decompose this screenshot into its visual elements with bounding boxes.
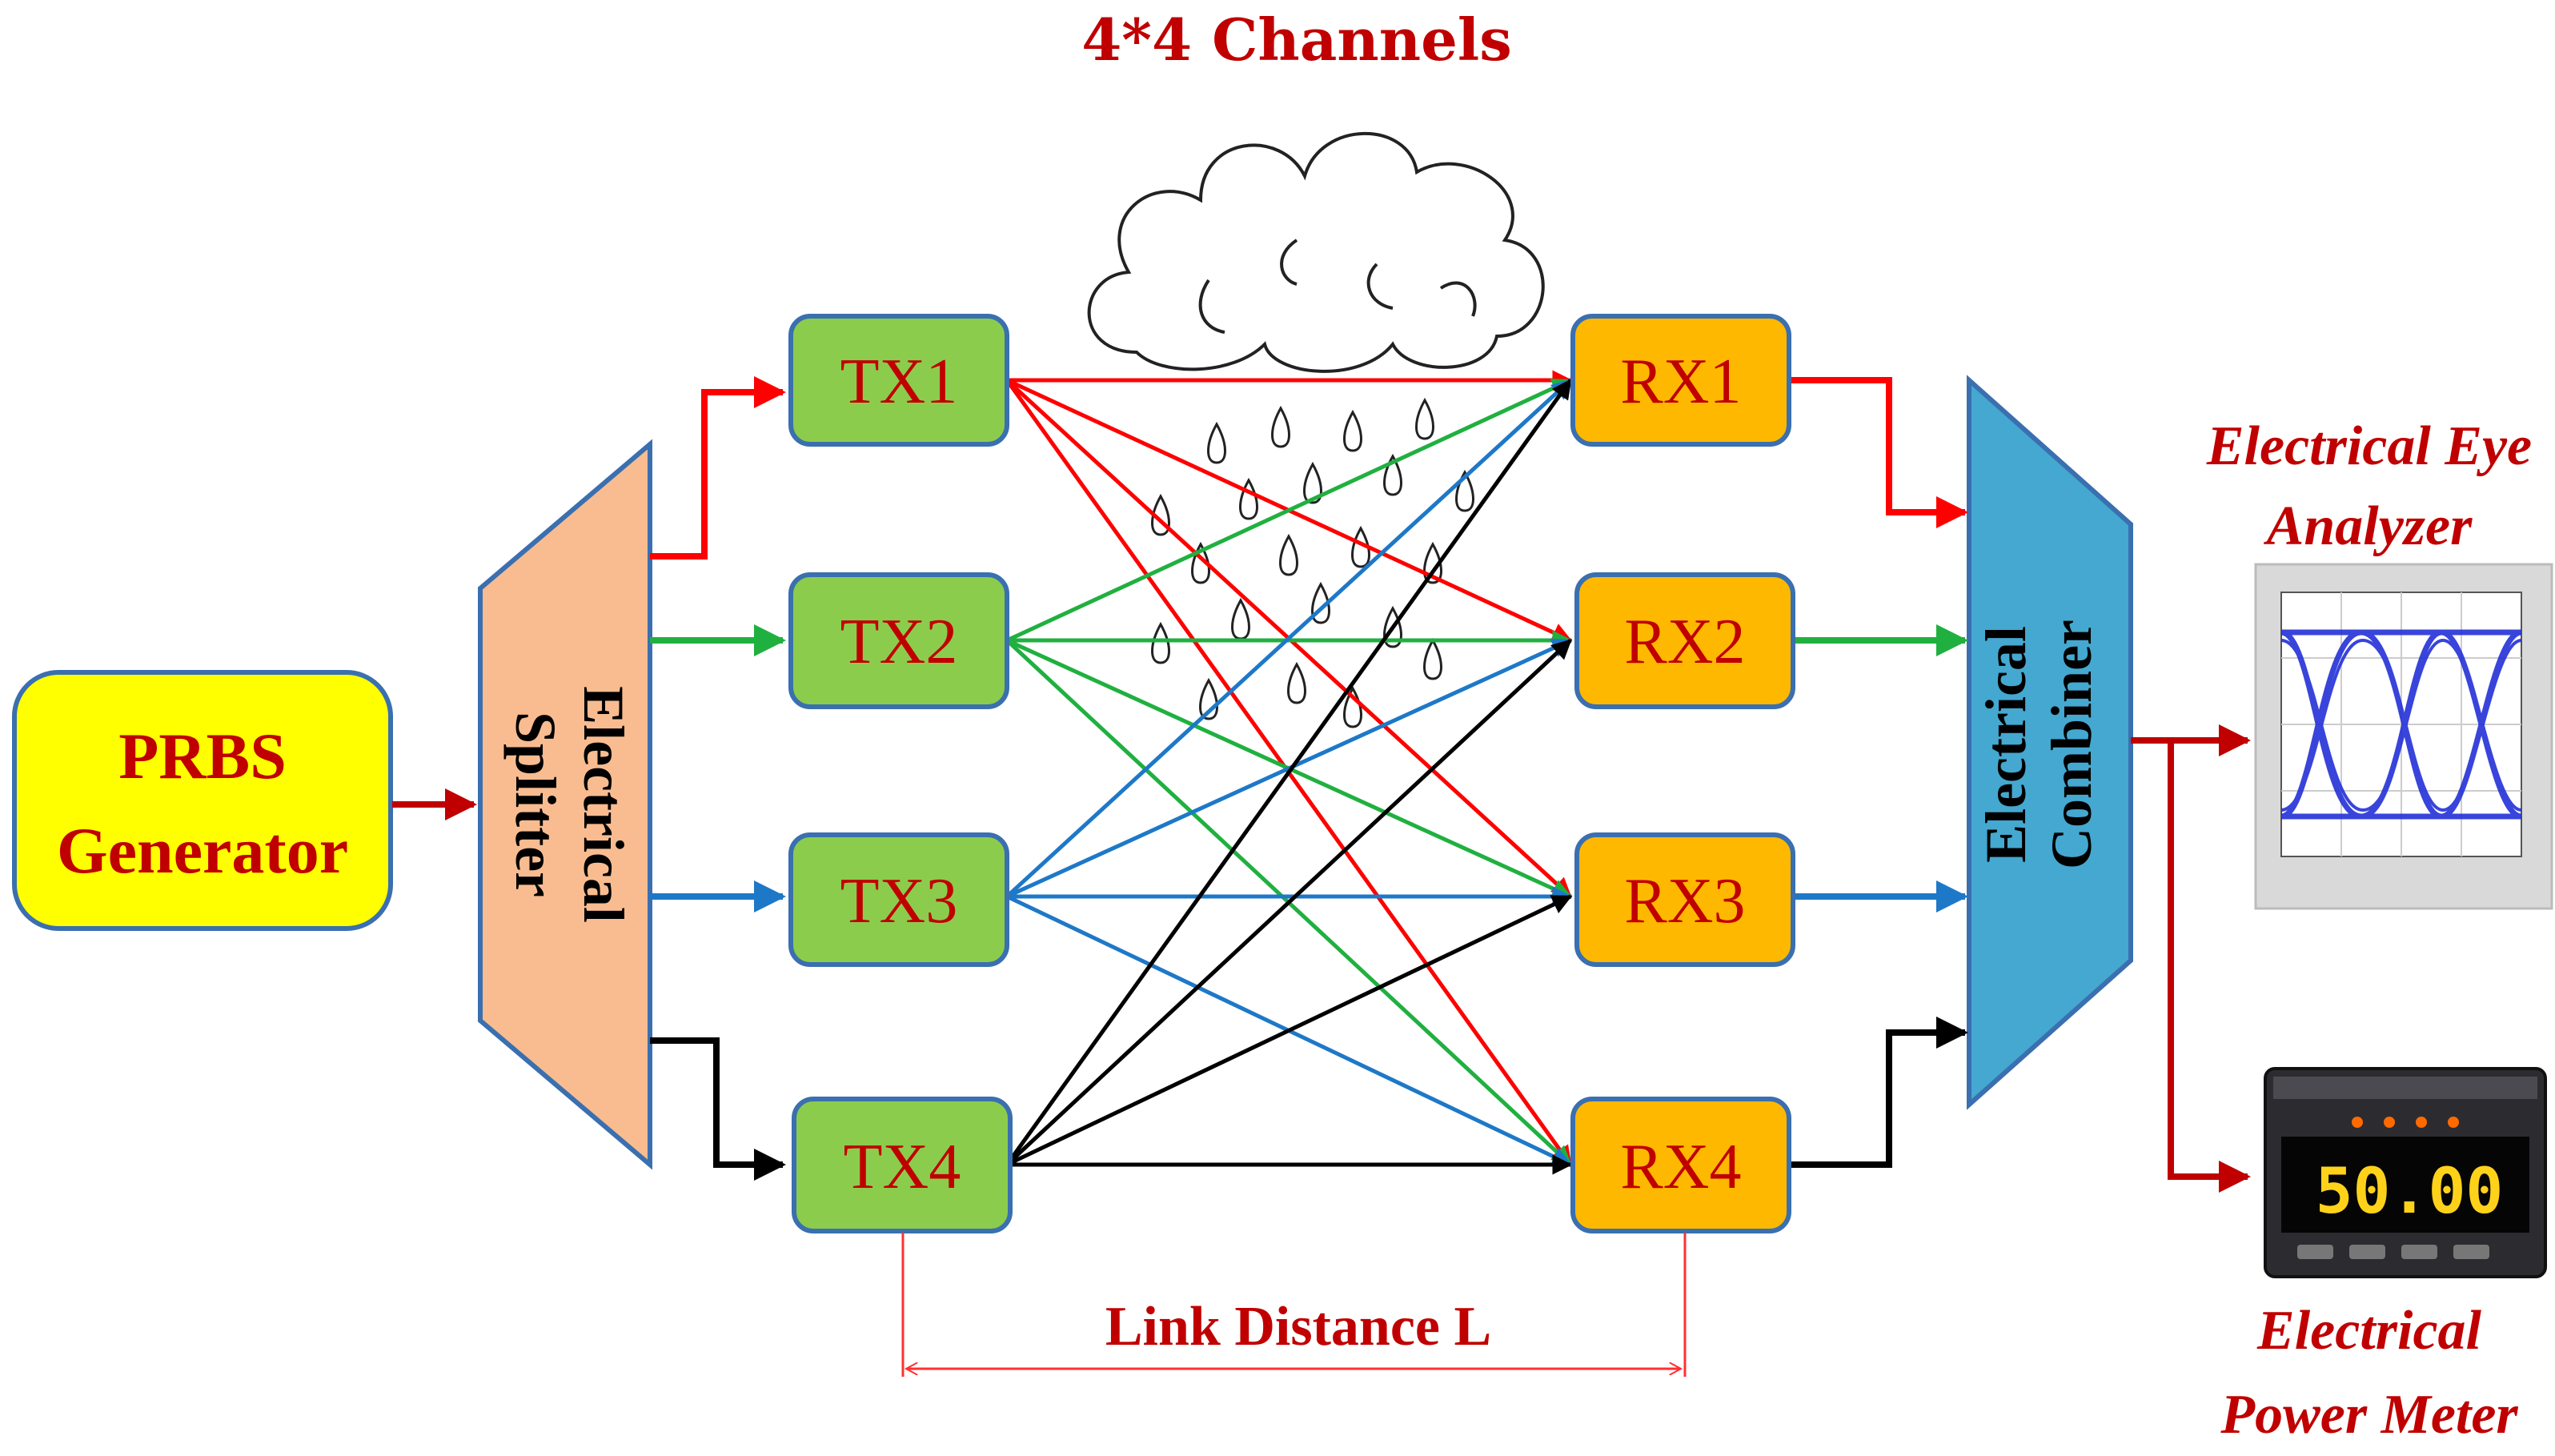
tx1-label: TX1 [840, 347, 958, 417]
rx1-label: RX1 [1620, 347, 1741, 417]
rain-drop [1423, 637, 1442, 680]
rain-drop [1279, 533, 1298, 576]
rain-drop [1415, 397, 1434, 440]
eye-analyzer-label-line2: Analyzer [2264, 495, 2473, 557]
rx4-combiner-link [1789, 1017, 1968, 1168]
combiner-label-line2: Combiner [2040, 620, 2104, 869]
tx2-label: TX2 [840, 607, 958, 677]
rx3-box [1574, 832, 1795, 967]
rain-drop [1271, 405, 1290, 448]
splitter-label-line1: Electrical [572, 686, 636, 923]
prbs-label-line2: Generator [57, 814, 348, 887]
rain-drop [1287, 661, 1306, 704]
power-meter-icon: 50.00 [2264, 1067, 2547, 1278]
eye-analyzer-label-line1: Electrical Eye [2206, 415, 2532, 477]
prbs-label-line1: PRBS [118, 720, 287, 792]
tx1-box [788, 314, 1009, 447]
prbs-generator: PRBS Generator [12, 670, 393, 931]
rain-drop [1303, 461, 1322, 504]
combiner-label-line1: Electrical [1974, 626, 2038, 863]
rain-drop [1239, 477, 1258, 520]
channel-link-tx3-rx1 [1005, 379, 1572, 898]
receiver-group: RX1 RX2 RX3 RX4 [1570, 314, 1795, 1233]
channel-link-tx3-rx2 [1005, 638, 1573, 899]
electrical-combiner: Electrical Combiner [1967, 375, 2133, 1110]
channel-link-tx4-rx2 [1005, 639, 1572, 1166]
diagram-title: 4*4 Channels [1081, 6, 1512, 74]
channel-link-tx4-rx1 [1005, 378, 1573, 1166]
link-distance-label: Link Distance L [1105, 1296, 1491, 1358]
rx4-box [1570, 1097, 1791, 1233]
rx1-box [1570, 314, 1791, 447]
combiner-output [2131, 724, 2251, 1193]
power-meter-label-line2: Power Meter [2220, 1384, 2518, 1446]
tx4-box [792, 1097, 1013, 1233]
electrical-splitter: Electrical Splitter [478, 439, 652, 1170]
channel-link-tx2-rx1 [1005, 378, 1573, 643]
eye-diagram-icon [2254, 563, 2553, 910]
power-meter-label-line1: Electrical [2256, 1300, 2481, 1362]
splitter-tx4-link [650, 1037, 786, 1181]
tx3-box [788, 832, 1009, 967]
tx4-label: TX4 [844, 1132, 961, 1202]
transmitter-group: TX1 TX2 TX3 TX4 [788, 314, 1013, 1233]
link-distance-dimension [901, 1233, 1687, 1377]
tx3-label: TX3 [840, 866, 958, 937]
splitter-tx1-link [650, 376, 786, 560]
rx4-label: RX4 [1620, 1132, 1741, 1202]
cloud-icon [1087, 131, 1545, 373]
channel-link-tx4-rx3 [1005, 894, 1573, 1167]
splitter-label-line2: Splitter [503, 712, 568, 897]
rain-drop [1207, 421, 1226, 464]
rain-drop [1231, 597, 1250, 640]
rain-drop [1343, 409, 1362, 452]
rain-drop [1151, 621, 1170, 664]
rx1-combiner-link [1789, 377, 1968, 528]
rx2-box [1574, 572, 1795, 709]
rx2-label: RX2 [1624, 607, 1745, 677]
channel-links [1005, 370, 1573, 1175]
power-meter-display: 50.00 [2316, 1156, 2504, 1228]
rx3-label: RX3 [1624, 866, 1745, 937]
tx2-box [788, 572, 1009, 709]
